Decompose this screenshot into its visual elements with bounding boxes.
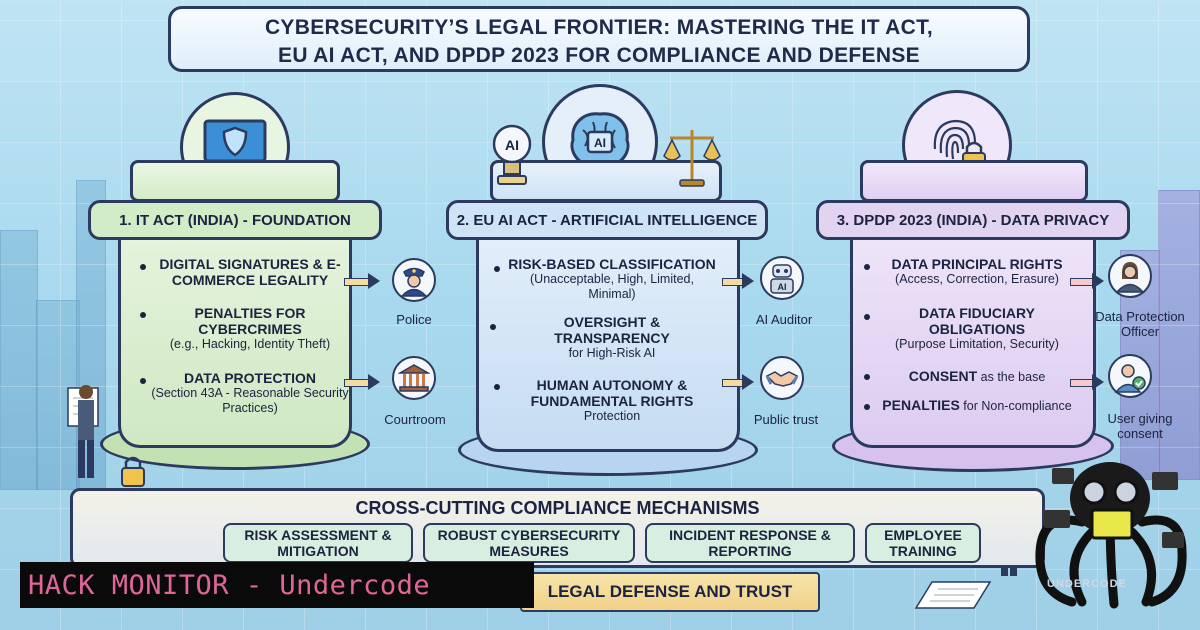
pillar-2-item-2: OVERSIGHT & TRANSPARENCY for High-Risk A… xyxy=(554,314,670,360)
side-label: User giving consent xyxy=(1107,411,1173,441)
document-icon xyxy=(912,578,994,612)
bullet xyxy=(864,404,870,410)
logo-text: UNDERCODE xyxy=(1047,578,1127,590)
arrow-right xyxy=(1070,273,1104,289)
pillar-3-item-4: PENALTIES for Non-compliance xyxy=(882,397,1072,413)
pillar-3-item-2: DATA FIDUCIARY OBLIGATIONS (Purpose Limi… xyxy=(895,305,1059,351)
compliance-mechanisms-panel: CROSS-CUTTING COMPLIANCE MECHANISMS RISK… xyxy=(70,488,1045,568)
pillar-2-item-1: RISK-BASED CLASSIFICATION (Unacceptable,… xyxy=(508,256,716,301)
arrow-right xyxy=(344,273,380,289)
bullet xyxy=(864,374,870,380)
bullet xyxy=(864,264,870,270)
arrow-right xyxy=(344,374,380,390)
title-line-2: EU AI ACT, AND DPDP 2023 FOR COMPLIANCE … xyxy=(278,44,920,67)
svg-text:AI: AI xyxy=(505,137,519,153)
courthouse-icon xyxy=(392,356,436,400)
pillar-2-item-3: HUMAN AUTONOMY & FUNDAMENTAL RIGHTS Prot… xyxy=(530,377,694,423)
arrow-right xyxy=(722,374,754,390)
handshake-icon xyxy=(760,356,804,400)
page-title: CYBERSECURITY’S LEGAL FRONTIER: MASTERIN… xyxy=(168,6,1030,72)
pillar-1-item-3: DATA PROTECTION (Section 43A - Reasonabl… xyxy=(151,370,349,415)
pillar-1-cap xyxy=(130,160,340,202)
background-building xyxy=(0,230,38,490)
svg-text:AI: AI xyxy=(778,282,787,292)
arrow-right xyxy=(1070,374,1104,390)
mechanism-item: INCIDENT RESPONSE & REPORTING xyxy=(645,523,855,563)
arrow-right xyxy=(722,273,754,289)
scales-of-justice-icon xyxy=(662,126,722,188)
mechanism-item: ROBUST CYBERSECURITY MEASURES xyxy=(423,523,635,563)
pillar-3-cap xyxy=(860,160,1088,202)
watermark-banner: HACK MONITOR - Undercode xyxy=(20,562,534,608)
side-label: Data Protection Officer xyxy=(1095,309,1185,339)
pillar-3-heading: 3. DPDP 2023 (INDIA) - DATA PRIVACY xyxy=(816,200,1130,240)
bullet xyxy=(864,314,870,320)
ai-robot-icon: AI xyxy=(760,256,804,300)
undercode-logo xyxy=(1022,452,1198,612)
pillar-2-heading: 2. EU AI ACT - ARTIFICIAL INTELLIGENCE xyxy=(446,200,768,240)
bullet xyxy=(494,266,500,272)
pillar-1-body xyxy=(118,238,352,448)
bullet xyxy=(490,324,496,330)
mechanism-item: EMPLOYEE TRAINING xyxy=(865,523,981,563)
ai-brain-icon: AI xyxy=(570,112,630,168)
officer-icon xyxy=(1108,254,1152,298)
pillar-3-item-1: DATA PRINCIPAL RIGHTS (Access, Correctio… xyxy=(891,256,1063,286)
user-consent-icon xyxy=(1108,354,1152,398)
side-label: AI Auditor xyxy=(755,312,813,327)
footer-banner: LEGAL DEFENSE AND TRUST xyxy=(520,572,820,612)
police-icon xyxy=(392,258,436,302)
pillar-1-item-1: DIGITAL SIGNATURES & E-COMMERCE LEGALITY xyxy=(159,256,341,288)
mechanisms-title: CROSS-CUTTING COMPLIANCE MECHANISMS xyxy=(355,498,760,518)
svg-text:AI: AI xyxy=(594,136,606,150)
pillar-3-body xyxy=(850,238,1096,448)
ai-lightbulb-icon: AI xyxy=(486,120,538,188)
pillar-1-heading: 1. IT ACT (INDIA) - FOUNDATION xyxy=(88,200,382,240)
side-label: Courtroom xyxy=(384,412,446,427)
pillar-1-item-2: PENALTIES FOR CYBERCRIMES (e.g., Hacking… xyxy=(169,305,331,351)
bullet xyxy=(140,264,146,270)
side-label: Public trust xyxy=(753,412,819,427)
title-line-1: CYBERSECURITY’S LEGAL FRONTIER: MASTERIN… xyxy=(264,16,934,39)
mechanism-item: RISK ASSESSMENT & MITIGATION xyxy=(223,523,413,563)
bullet xyxy=(140,312,146,318)
pillar-3-item-3: CONSENT as the base xyxy=(908,368,1046,384)
pillar-2-body xyxy=(476,238,740,452)
bullet xyxy=(140,378,146,384)
side-label: Police xyxy=(396,312,432,327)
bullet xyxy=(494,384,500,390)
